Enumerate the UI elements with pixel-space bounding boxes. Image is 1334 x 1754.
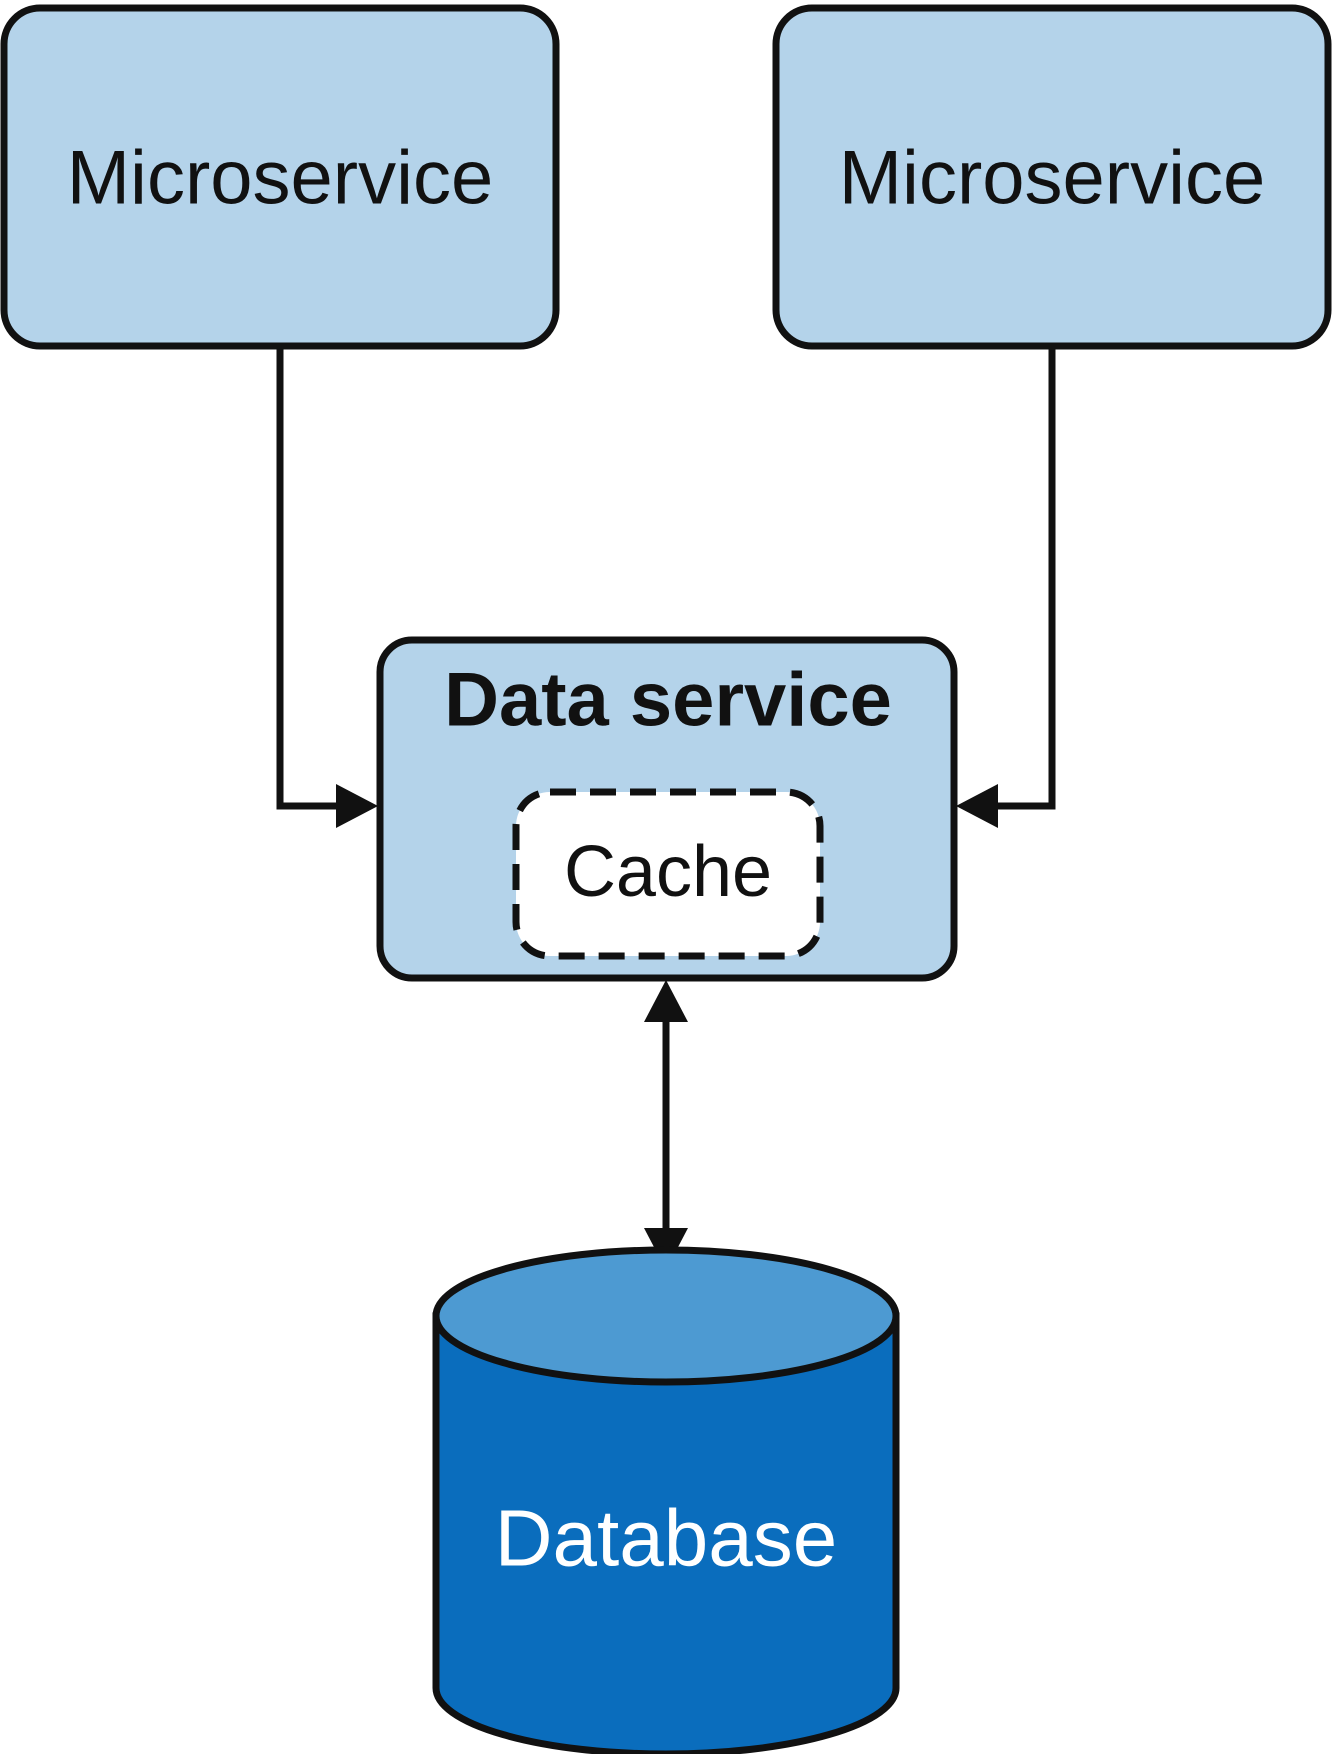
microservice-right-box: [772, 4, 1332, 350]
database-cylinder-top: [432, 1246, 900, 1386]
database-label: Database: [495, 1494, 837, 1583]
cache-label: Cache: [564, 832, 772, 912]
database-node: Database: [432, 1246, 900, 1754]
arrowhead-right: [956, 784, 998, 828]
microservice-right-node: Microservice: [772, 4, 1332, 350]
arrowhead-up: [644, 980, 688, 1022]
edge-left-microservice-to-data-service: [276, 348, 340, 810]
microservice-left-label: Microservice: [67, 136, 494, 221]
microservice-right-label: Microservice: [839, 136, 1266, 221]
connectors: [276, 348, 1056, 1230]
edge-right-microservice-to-data-service: [998, 348, 1056, 810]
microservice-left-node: Microservice: [0, 4, 560, 350]
data-service-label: Data service: [444, 658, 892, 743]
cache-box: [512, 788, 824, 960]
cache-node: Cache: [512, 788, 824, 960]
arrowhead-left: [336, 784, 378, 828]
microservice-left-box: [0, 4, 560, 350]
